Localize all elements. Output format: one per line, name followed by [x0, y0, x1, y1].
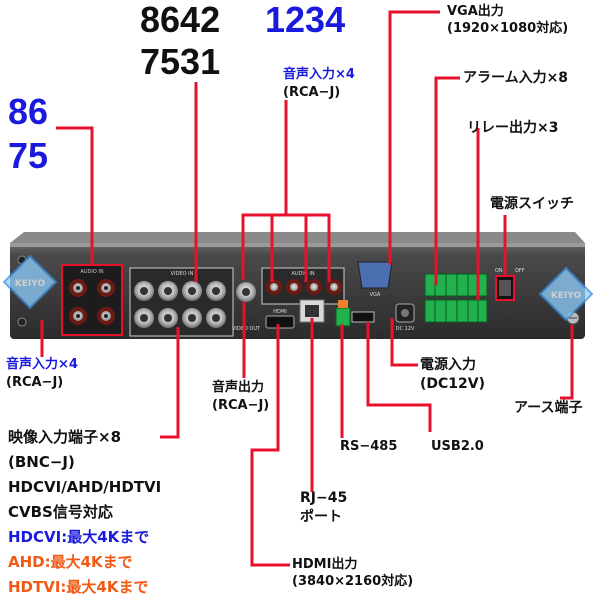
rca-jack: [266, 279, 282, 295]
digits-8642: 8642: [140, 0, 221, 40]
leader-ground: [560, 325, 574, 400]
digits-75: 75: [8, 135, 49, 176]
video-in-panel-label: VIDEO IN: [171, 271, 194, 277]
leader-hdmi: [250, 324, 290, 567]
leader-power-input: [390, 318, 418, 367]
watermark-text-2: KEIYO: [551, 291, 582, 301]
rca-jack: [69, 279, 87, 297]
leader-vga: [388, 10, 440, 265]
leader-lines: [40, 10, 574, 567]
video-input-ahd: AHD:最大4Kまで: [8, 553, 133, 571]
rs485-label: RS−485: [340, 439, 398, 454]
video-out-connector: VIDEO OUT: [232, 282, 261, 332]
bnc-connector: [158, 308, 178, 328]
bnc-connector: [206, 281, 226, 301]
watermark-text: KEIYO: [15, 279, 46, 289]
audio-in-left-label: 音声入力×4: [6, 357, 78, 372]
relay-out-label: リレー出力×3: [467, 120, 559, 136]
audio-in-panel-label: AUDIO IN: [80, 269, 103, 275]
alarm-relay-terminals: [424, 273, 488, 323]
rca-jack: [306, 279, 322, 295]
bnc-connector: [158, 281, 178, 301]
leader-usb: [366, 322, 432, 432]
vga-resolution: (1920×1080対応): [447, 21, 569, 36]
video-in-panel: VIDEO IN: [129, 267, 234, 337]
alarm-in-label: アラーム入力×8: [463, 70, 569, 86]
bnc-connector: [182, 281, 202, 301]
video-input-line-4: CVBS信号対応: [8, 503, 113, 521]
video-input-hdcvi: HDCVI:最大4Kまで: [8, 528, 150, 546]
leader-video-in: [160, 327, 180, 439]
hdmi-port: HDMI: [265, 309, 295, 329]
video-input-line-2: (BNC−J): [8, 453, 75, 471]
rj45-port-label: ポート: [300, 509, 342, 525]
rca-jack: [97, 307, 115, 325]
dc-jack: DC 12V: [395, 303, 415, 332]
bnc-connector: [206, 308, 226, 328]
bnc-connector: [182, 308, 202, 328]
vga-label: VGA出力: [447, 4, 504, 19]
audio-out-type: (RCA−J): [212, 398, 270, 413]
dc-panel-label: DC 12V: [396, 326, 415, 332]
hdmi-panel-label: HDMI: [273, 309, 286, 315]
rca-jack: [326, 279, 342, 295]
audio-in-panel-label-2: AUDIO IN: [291, 271, 314, 277]
rj45-label: RJ−45: [300, 490, 348, 506]
digits-1234: 1234: [265, 0, 346, 40]
audio-in-panel-left: AUDIO IN: [61, 264, 123, 336]
rca-jack: [97, 279, 115, 297]
power-input-label: 電源入力: [420, 357, 476, 373]
audio-in-right-label: 音声入力×4: [283, 67, 355, 82]
bnc-connector: [134, 308, 154, 328]
power-switch-label: 電源スイッチ: [490, 196, 574, 212]
audio-in-right-type: (RCA−J): [283, 85, 341, 100]
usb-port: [351, 311, 375, 323]
video-input-line-1: 映像入力端子×8: [8, 428, 122, 446]
usb-label: USB2.0: [431, 439, 484, 454]
power-on-label: ON: [495, 268, 503, 274]
leader-alarm: [434, 76, 460, 285]
audio-in-left-type: (RCA−J): [6, 375, 64, 390]
audio-in-panel-right: AUDIO IN: [261, 267, 345, 305]
hdmi-out-label: HDMI出力: [292, 557, 358, 572]
digits-7531: 7531: [140, 41, 221, 82]
rca-jack: [286, 279, 302, 295]
video-input-line-3: HDCVI/AHD/HDTVI: [8, 478, 162, 496]
hdmi-out-resolution: (3840×2160対応): [292, 574, 414, 589]
leader-left-digits: [56, 126, 94, 265]
keiyo-watermark-left: KEIYO: [2, 254, 58, 310]
power-off-label: OFF: [515, 268, 525, 274]
video-out-panel-label: VIDEO OUT: [232, 326, 261, 332]
audio-out-label: 音声出力: [212, 380, 265, 395]
keiyo-watermark-right: KEIYO: [538, 266, 594, 322]
ground-label: アース端子: [514, 400, 583, 416]
vga-port: VGA: [357, 261, 393, 298]
rs485-terminal: [335, 300, 351, 327]
rca-jack: [69, 307, 87, 325]
video-input-hdtvi: HDTVI:最大4Kまで: [8, 578, 149, 596]
bnc-connector: [134, 281, 154, 301]
digits-86: 86: [8, 91, 49, 132]
vga-panel-label: VGA: [370, 292, 381, 298]
power-input-type: (DC12V): [420, 376, 486, 392]
